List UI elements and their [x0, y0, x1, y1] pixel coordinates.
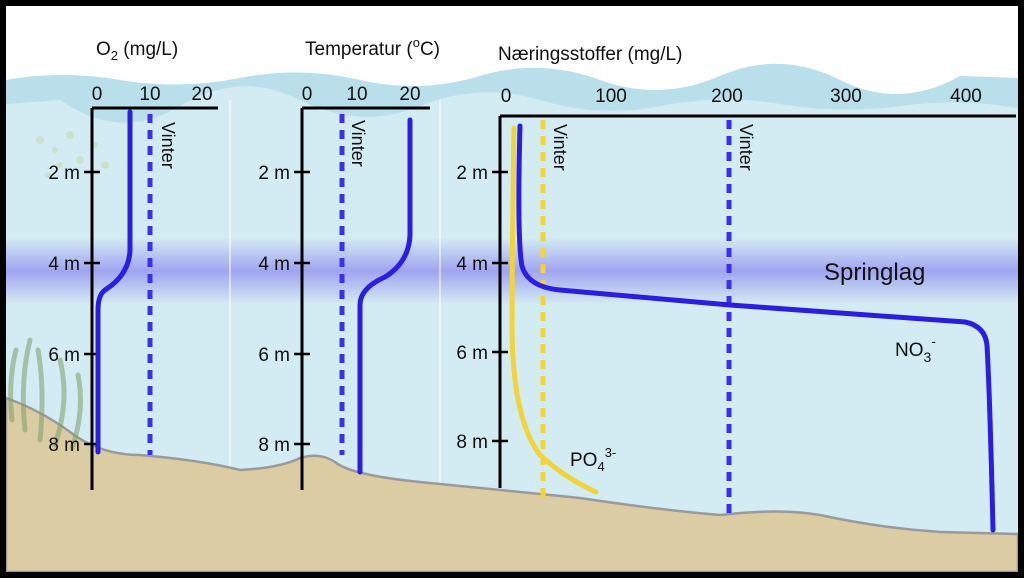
temperature-tick-20: 20 [399, 84, 420, 105]
aquatic-plants [8, 337, 83, 451]
temperature-title: Temperatur (oC) [305, 35, 440, 60]
nutrients-tick-300: 300 [830, 86, 862, 107]
o2-depth-label: 8 m [48, 435, 80, 456]
temperature-vinter-label: Vinter [348, 120, 368, 167]
nutrients-tick-0: 0 [501, 86, 512, 107]
nutrients-panel: Næringsstoffer (mg/L) 0 100 200 300 400 … [456, 44, 1016, 533]
po4-vinter-label: Vinter [550, 124, 570, 171]
nutrients-tick-200: 200 [711, 86, 743, 107]
po4-summer-profile [509, 125, 599, 495]
nutrients-tick-100: 100 [595, 86, 627, 107]
nutrients-depth-label: 4 m [456, 254, 488, 275]
thermocline-label: Springlag [824, 259, 925, 286]
o2-tick-0: 0 [92, 84, 103, 105]
temperature-tick-10: 10 [346, 84, 367, 105]
nutrients-tick-400: 400 [950, 86, 982, 107]
o2-depth-label: 6 m [48, 345, 80, 366]
nutrients-depth-label: 2 m [456, 163, 488, 184]
nutrients-title: Næringsstoffer (mg/L) [498, 44, 682, 65]
o2-tick-10: 10 [139, 84, 160, 105]
o2-vinter-label: Vinter [158, 122, 178, 169]
o2-depth-label: 4 m [48, 254, 80, 275]
no3-vinter-label: Vinter [736, 124, 756, 171]
no3-label: NO3- [895, 333, 936, 365]
lake-sediment [4, 396, 1020, 574]
no3-summer-profile [516, 123, 996, 533]
temperature-panel: Temperatur (oC) 0 10 20 2 m 4 m 6 m 8 m … [258, 35, 440, 490]
o2-summer-profile [95, 109, 133, 455]
o2-panel: O2 (mg/L) 0 10 20 2 m 4 m 6 m 8 m Vinter [48, 39, 218, 490]
nutrients-depth-label: 8 m [456, 432, 488, 453]
temperature-depth-label: 8 m [258, 435, 290, 456]
water-surface-wave [6, 63, 1018, 123]
o2-tick-20: 20 [191, 84, 212, 105]
nutrients-depth-label: 6 m [456, 343, 488, 364]
temperature-summer-profile [357, 117, 413, 475]
o2-title: O2 (mg/L) [96, 39, 178, 63]
temperature-depth-label: 6 m [258, 345, 290, 366]
po4-label: PO43- [570, 445, 616, 474]
temperature-depth-label: 4 m [258, 254, 290, 275]
temperature-depth-label: 2 m [258, 163, 290, 184]
temperature-tick-0: 0 [302, 84, 313, 105]
o2-depth-label: 2 m [48, 163, 80, 184]
